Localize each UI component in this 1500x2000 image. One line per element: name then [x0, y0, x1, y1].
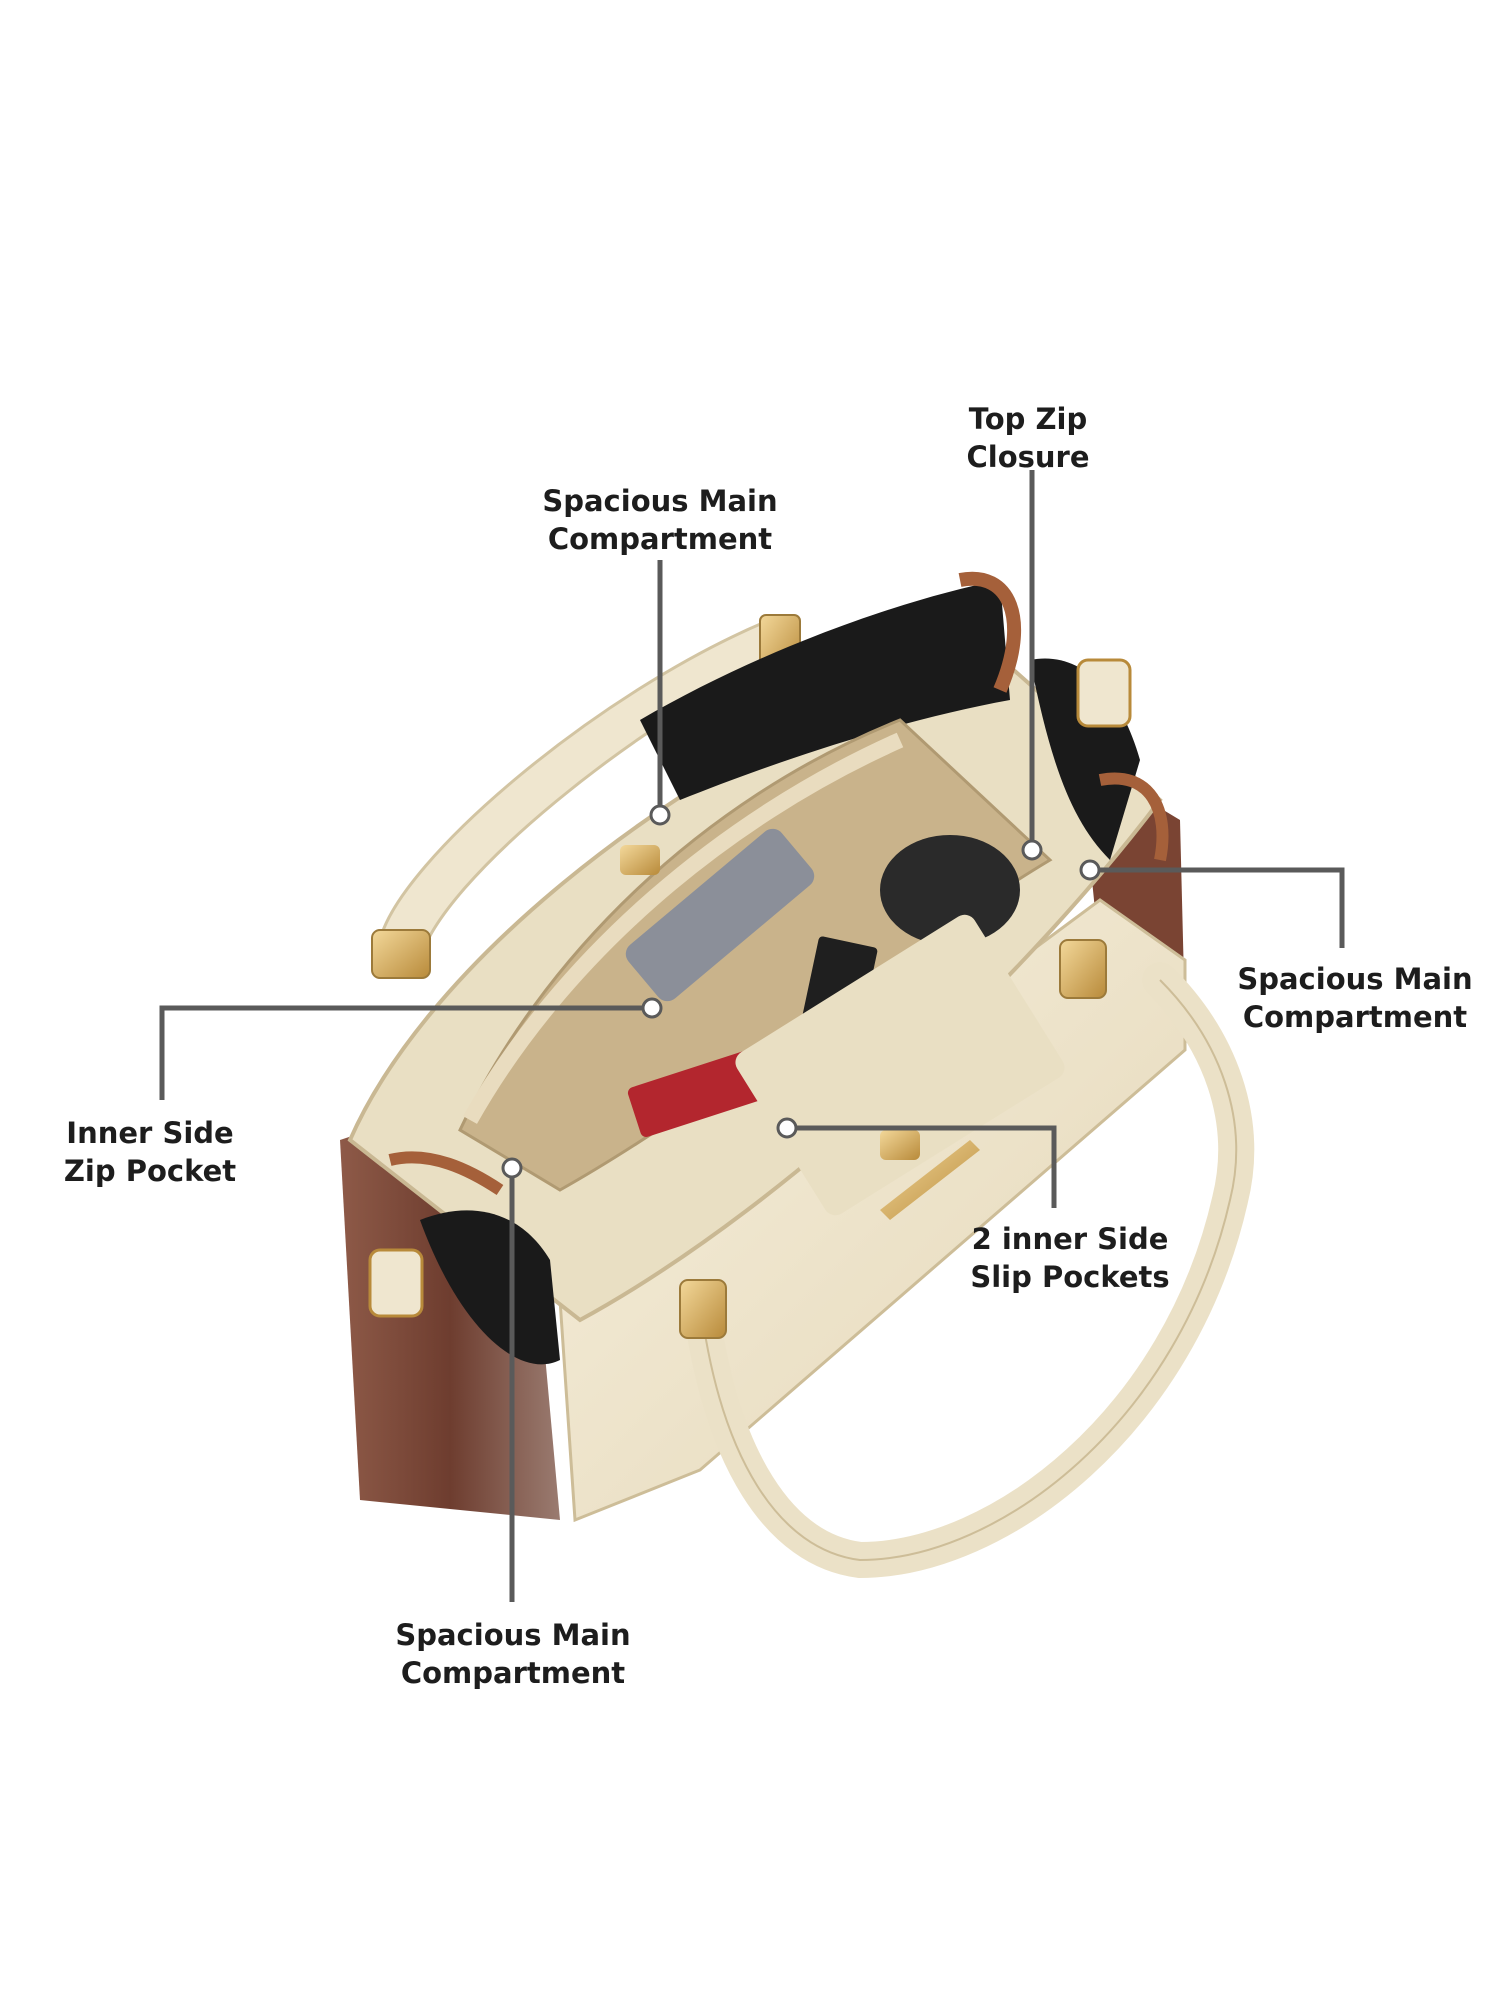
- handle-clasp-left: [371, 929, 431, 979]
- callout-text-line: Inner Side: [66, 1116, 234, 1150]
- compartment-bottom: [420, 1210, 560, 1365]
- callout-dot-slip: [776, 1117, 798, 1139]
- phone-item: [625, 828, 815, 1002]
- hardware-clasp-right: [1059, 939, 1107, 999]
- callout-label-spacious-right: Spacious Main Compartment: [1210, 960, 1500, 1036]
- callout-text-line: Compartment: [1242, 1000, 1468, 1034]
- callout-dot-inner-zip: [641, 997, 663, 1019]
- magnetic-snap: [880, 1130, 920, 1160]
- callout-line-spacious-right: [1090, 867, 1345, 948]
- powder-compact: [880, 835, 1020, 945]
- callout-lines: [159, 470, 1345, 1602]
- callout-label-top-zip: Top Zip Closure: [928, 400, 1128, 476]
- callout-text-line: Spacious Main: [1237, 962, 1473, 996]
- callout-text-line: Closure: [966, 440, 1090, 474]
- callout-label-spacious-bottom: Spacious Main Compartment: [368, 1616, 658, 1692]
- callout-text-line: Top Zip: [968, 402, 1088, 436]
- callout-text-line: Compartment: [547, 522, 773, 556]
- callout-line-inner-zip: [159, 1005, 652, 1100]
- callout-label-slip-pockets: 2 inner Side Slip Pockets: [950, 1220, 1190, 1296]
- callout-text-line: Spacious Main: [542, 484, 778, 518]
- callout-text-line: Spacious Main: [395, 1618, 631, 1652]
- callout-dot-spacious-top: [649, 804, 671, 826]
- cream-pocket-flap: [735, 914, 1065, 1216]
- callout-text-line: 2 inner Side: [971, 1222, 1169, 1256]
- hardware-ring-top: [1076, 658, 1132, 728]
- callout-text-line: Slip Pockets: [970, 1260, 1170, 1294]
- callout-dot-spacious-bottom: [501, 1157, 523, 1179]
- callout-label-inner-zip: Inner Side Zip Pocket: [40, 1114, 260, 1190]
- callout-dots: [501, 804, 1101, 1179]
- callout-label-spacious-top: Spacious Main Compartment: [520, 482, 800, 558]
- callout-line-slip: [787, 1125, 1057, 1208]
- callout-text-line: Compartment: [400, 1656, 626, 1690]
- hardware-clasp-front: [679, 1279, 727, 1339]
- hardware-ring-side: [368, 1248, 424, 1318]
- callout-text-line: Zip Pocket: [63, 1154, 237, 1188]
- callout-dot-top-zip: [1021, 839, 1043, 861]
- callout-dot-spacious-right: [1079, 859, 1101, 881]
- brand-emblem: [880, 1140, 980, 1220]
- compartment-back: [640, 580, 1010, 800]
